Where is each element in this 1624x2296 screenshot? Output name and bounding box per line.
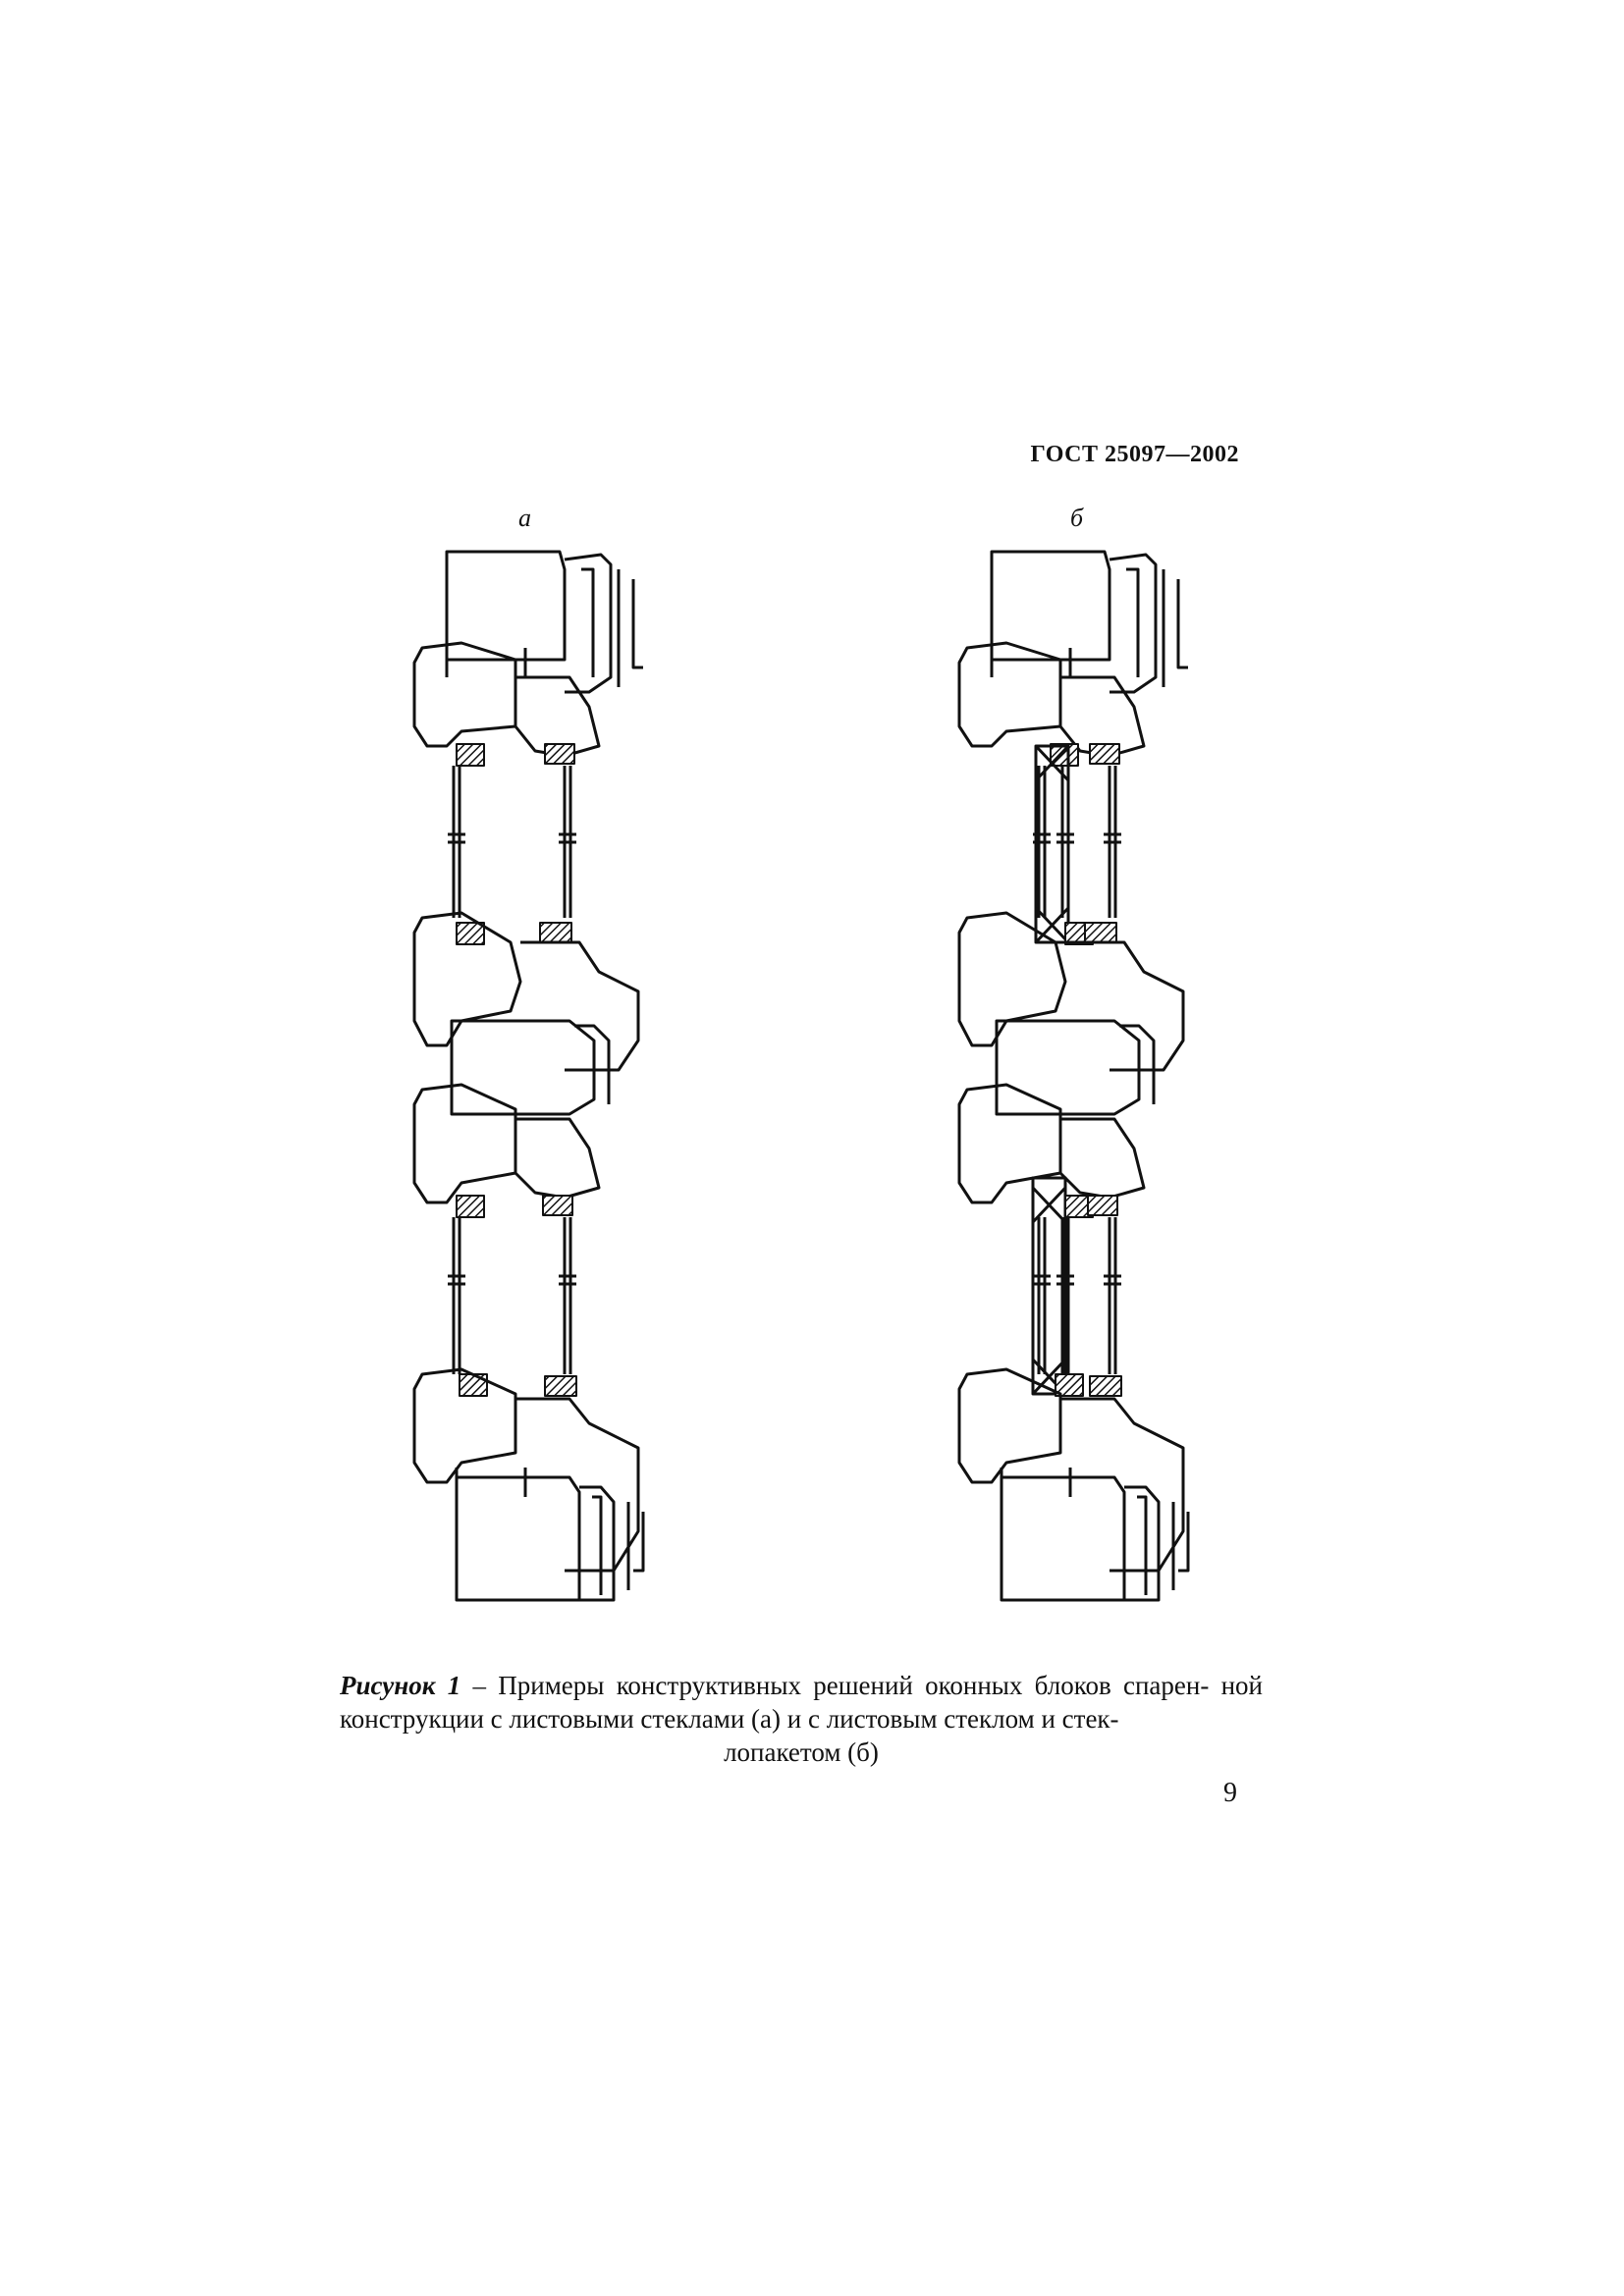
gasket-upper-inner [456,743,485,767]
mullion-core [995,1019,1141,1116]
gasket-upper-inner [1050,743,1079,767]
upper-sash-profile [412,641,517,748]
gasket-lower-outer [542,1195,573,1216]
frame-top-lines [617,569,643,687]
gasket-lower-outer [1087,1195,1118,1216]
frame-bottom-block [455,1475,581,1602]
frame-bottom-ticks [1000,1468,1072,1497]
glass-break-lower-2 [1104,1274,1121,1286]
spacer-cross-upper-1 [1034,744,1070,782]
figure-label-a: а [518,504,531,532]
mullion-sash-upper [957,911,1067,1047]
bottom-sash-profile [957,1367,1062,1484]
upper-sash-outer [514,675,601,758]
caption-line-3: лопакетом (б) [724,1737,879,1767]
gasket-bottom-outer [544,1375,577,1397]
caption-prefix: Рисунок 1 [340,1671,461,1700]
frame-top-inner [581,567,595,677]
lower-sash-outer [514,1117,601,1200]
document-header: ГОСТ 25097—2002 [1030,442,1239,467]
upper-sash-outer [1058,675,1146,758]
frame-top-ticks [445,648,527,677]
frame-bottom-inner [592,1495,603,1595]
spacer-cross-lower-1 [1031,1186,1067,1224]
frame-bottom-inner [1137,1495,1148,1595]
gasket-mid-outer [1084,922,1117,943]
gasket-bottom-inner [1055,1373,1084,1397]
figure-caption: Рисунок 1 – Примеры конструктивных решен… [340,1669,1263,1769]
glass-break-lower-1 [559,1274,576,1286]
frame-bottom-seal [1124,1485,1161,1602]
glass-break-lower-0 [1033,1274,1051,1286]
frame-bottom-seal [579,1485,616,1602]
caption-line-2: ной конструкции с листовыми стеклами (а)… [340,1671,1263,1734]
spacer-cross-upper-2 [1034,906,1070,944]
glass-pane-lower-1 [1060,1217,1070,1374]
bottom-sash-outer [515,1397,640,1573]
glass-break-upper-1 [1056,832,1074,844]
caption-line-1: – Примеры конструктивных решений оконных… [460,1671,1210,1700]
lower-sash-outer [1058,1117,1146,1200]
bottom-sash-profile [412,1367,517,1484]
glass-pane-lower-1 [563,1217,572,1374]
gasket-lower-inner [456,1195,485,1218]
frame-top-ticks [990,648,1072,677]
glass-break-lower-0 [448,1274,465,1286]
frame-top-seal [564,553,613,694]
frame-bottom-lines [1171,1502,1190,1590]
mullion-seal [574,1024,611,1104]
frame-top-lines [1162,569,1188,687]
frame-bottom-ticks [455,1468,527,1497]
gasket-mid-outer [539,922,572,943]
mullion-outer [520,940,640,1072]
frame-top-block [990,550,1111,662]
glass-break-upper-1 [559,832,576,844]
frame-top-seal [1109,553,1158,694]
mullion-seal [1119,1024,1156,1104]
glass-pane-lower-0 [1037,1217,1047,1374]
frame-top-inner [1126,567,1140,677]
frame-bottom-lines [626,1502,645,1590]
glass-break-upper-2 [1104,832,1121,844]
mullion-sash-lower [412,1083,517,1204]
frame-bottom-block [1000,1475,1126,1602]
figure-label-b: б [1070,504,1084,532]
frame-top-block [445,550,567,662]
gasket-bottom-outer [1089,1375,1122,1397]
page-number: 9 [1223,1778,1237,1808]
mullion-core [450,1019,596,1116]
glass-pane-lower-2 [1108,1217,1117,1374]
glass-break-upper-0 [448,832,465,844]
gasket-upper-outer [1089,743,1120,765]
gasket-upper-outer [544,743,575,765]
upper-sash-profile [957,641,1062,748]
mullion-sash-lower [957,1083,1062,1204]
mullion-outer [1065,940,1185,1072]
gasket-mid-inner [456,922,485,945]
glass-pane-lower-0 [452,1217,461,1374]
bottom-sash-outer [1060,1397,1185,1573]
